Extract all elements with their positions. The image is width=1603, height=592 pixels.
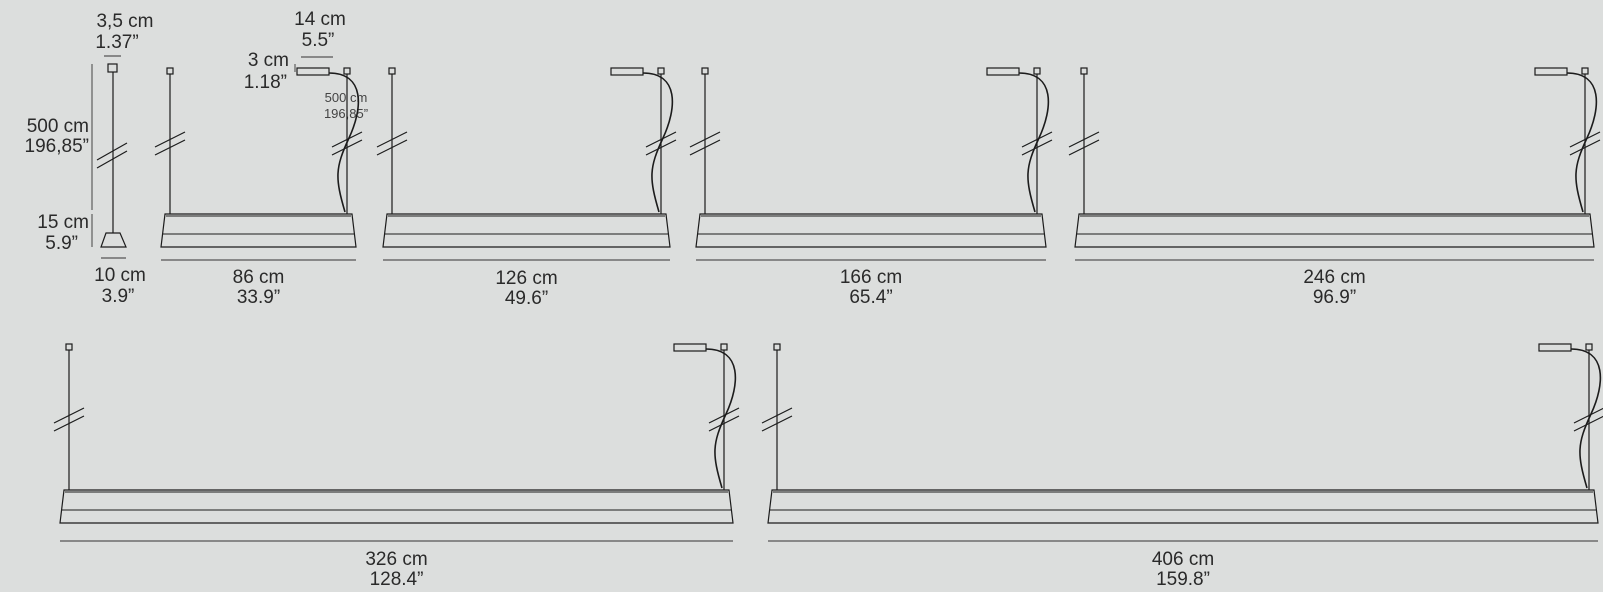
- break-mark: [96, 150, 128, 169]
- shade-height-metric: 15 cm: [37, 212, 89, 233]
- break-mark: [1021, 139, 1053, 156]
- power-cable-imperial: 196,85”: [324, 106, 368, 121]
- power-cable: [1566, 72, 1598, 213]
- break-mark: [645, 139, 677, 156]
- break-mark: [1569, 139, 1601, 156]
- left-canopy-icon: [65, 343, 73, 351]
- power-cable-metric: 500 cm: [325, 90, 368, 105]
- break-mark: [331, 131, 363, 148]
- break-mark: [154, 139, 186, 156]
- break-mark: [376, 131, 408, 148]
- left-canopy-icon: [1080, 67, 1088, 75]
- cable-length-metric: 500 cm: [27, 116, 89, 137]
- canopy-width-imperial: 1.37”: [95, 32, 138, 53]
- break-mark: [331, 139, 363, 156]
- break-mark: [1068, 131, 1100, 148]
- right-canopy-icon: [657, 67, 665, 75]
- length-metric: 166 cm: [840, 267, 902, 288]
- power-bracket-icon: [1534, 67, 1568, 76]
- power-cable: [705, 348, 737, 489]
- power-bracket-icon: [1538, 343, 1572, 352]
- break-mark: [1573, 415, 1603, 432]
- lamp-body: [160, 213, 357, 248]
- length-imperial: 49.6”: [505, 288, 548, 309]
- length-metric: 86 cm: [233, 267, 285, 288]
- length-imperial: 96.9”: [1313, 287, 1356, 308]
- lamp-body: [1074, 213, 1595, 248]
- lamp-body: [695, 213, 1047, 248]
- length-metric: 126 cm: [495, 268, 557, 289]
- pendant-detail: 3,5 cm 1.37” 500 cm 196,85” 15 cm 5.9” 1…: [25, 11, 154, 307]
- length-imperial: 65.4”: [849, 287, 892, 308]
- break-mark: [1569, 131, 1601, 148]
- power-bracket-icon: [673, 343, 707, 352]
- lamp-body: [382, 213, 671, 248]
- break-mark: [761, 407, 793, 424]
- power-bracket-icon: [296, 67, 330, 76]
- break-mark: [1021, 131, 1053, 148]
- canopy-width-metric: 3,5 cm: [96, 11, 153, 32]
- bracket-length-metric: 14 cm: [294, 9, 346, 30]
- right-canopy-icon: [1585, 343, 1593, 351]
- power-cable: [1018, 72, 1050, 213]
- power-cable: [1570, 348, 1602, 489]
- break-mark: [1068, 139, 1100, 156]
- lamp-body: [767, 489, 1599, 524]
- lamp-body: [59, 489, 734, 524]
- canopy-icon: [107, 63, 118, 73]
- shade-icon: [100, 232, 127, 248]
- shade-width-imperial: 3.9”: [102, 286, 135, 307]
- break-mark: [645, 131, 677, 148]
- break-mark: [761, 415, 793, 432]
- bracket-detail: 14 cm 5.5” 3 cm 1.18” 500 cm 196,85”: [244, 9, 368, 121]
- length-imperial: 159.8”: [1156, 569, 1210, 590]
- break-mark: [376, 139, 408, 156]
- break-mark: [96, 142, 128, 161]
- right-canopy-icon: [1033, 67, 1041, 75]
- right-canopy-icon: [343, 67, 351, 75]
- right-canopy-icon: [1581, 67, 1589, 75]
- power-cable: [642, 72, 674, 213]
- right-canopy-icon: [720, 343, 728, 351]
- break-mark: [708, 407, 740, 424]
- cable-length-imperial: 196,85”: [25, 136, 89, 157]
- length-metric: 406 cm: [1152, 549, 1214, 570]
- break-mark: [689, 131, 721, 148]
- length-metric: 246 cm: [1303, 267, 1365, 288]
- break-mark: [154, 131, 186, 148]
- length-imperial: 128.4”: [370, 569, 424, 590]
- left-canopy-icon: [701, 67, 709, 75]
- break-mark: [53, 415, 85, 432]
- break-mark: [708, 415, 740, 432]
- shade-width-metric: 10 cm: [94, 265, 146, 286]
- break-mark: [53, 407, 85, 424]
- left-canopy-icon: [166, 67, 174, 75]
- left-canopy-icon: [773, 343, 781, 351]
- left-canopy-icon: [388, 67, 396, 75]
- length-imperial: 33.9”: [237, 287, 280, 308]
- bracket-length-imperial: 5.5”: [302, 30, 335, 51]
- power-bracket-icon: [610, 67, 644, 76]
- bracket-height-metric: 3 cm: [248, 50, 289, 71]
- bracket-height-imperial: 1.18”: [244, 72, 287, 93]
- power-bracket-icon: [986, 67, 1020, 76]
- break-mark: [689, 139, 721, 156]
- length-metric: 326 cm: [365, 549, 427, 570]
- break-mark: [1573, 407, 1603, 424]
- shade-height-imperial: 5.9”: [45, 233, 78, 254]
